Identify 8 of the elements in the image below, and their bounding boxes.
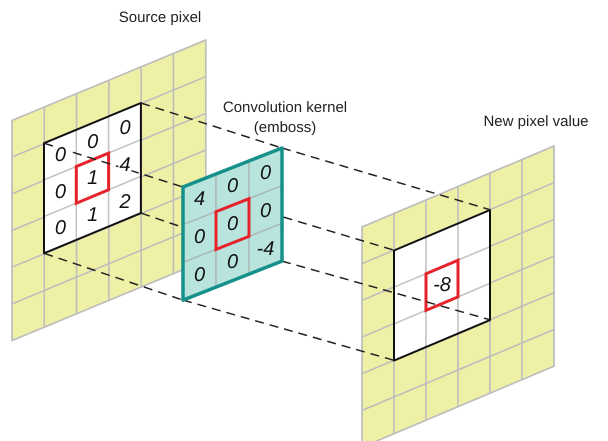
projection-line [282, 260, 490, 321]
panel-heading: Source pixel [118, 8, 202, 28]
panel-heading: New pixel value [482, 112, 590, 132]
projection-line [282, 147, 490, 210]
projection-line [44, 252, 184, 301]
projection-line [182, 299, 394, 362]
panel-heading: Convolution kernel (emboss) [222, 98, 348, 138]
projection-line [44, 142, 184, 188]
